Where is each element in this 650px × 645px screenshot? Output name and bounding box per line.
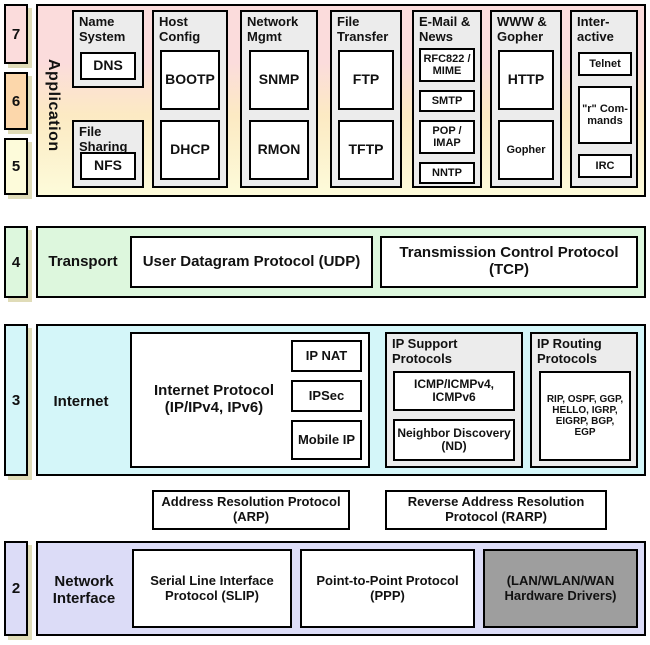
protocol-nfs[interactable]: NFS (80, 152, 136, 180)
protocol-smtp[interactable]: SMTP (419, 90, 475, 112)
layer-tab-2: 2 (4, 541, 28, 636)
protocol-rarp[interactable]: Reverse Address Resolution Protocol (RAR… (385, 490, 607, 530)
protocol-ppp[interactable]: Point-to-Point Protocol (PPP) (300, 549, 475, 628)
protocol-dhcp[interactable]: DHCP (160, 120, 220, 180)
group-ip-routing-protocols-title: IP Routing Protocols (537, 336, 602, 366)
group-file-sharing-title: File Sharing (79, 124, 128, 154)
group-file-transfer-title: File Transfer (337, 14, 389, 44)
layer-tab-7: 7 (4, 4, 28, 64)
protocol-gopher[interactable]: Gopher (498, 120, 554, 180)
protocol-arp[interactable]: Address Resolution Protocol (ARP) (152, 490, 350, 530)
protocol-udp[interactable]: User Datagram Protocol (UDP) (130, 236, 373, 288)
network-interface-layer-name: Network Interface (52, 573, 116, 608)
application-layer-name: Application (45, 58, 62, 152)
protocol-slip[interactable]: Serial Line Interface Protocol (SLIP) (132, 549, 292, 628)
protocol-ftp[interactable]: FTP (338, 50, 394, 110)
protocol-snmp[interactable]: SNMP (249, 50, 309, 110)
layer-tab-6: 6 (4, 72, 28, 130)
group-name-system-title: Name System (79, 14, 126, 44)
layer-tab-2-number: 2 (11, 580, 21, 597)
protocol-dns[interactable]: DNS (80, 52, 136, 80)
internet-layer-name: Internet (53, 393, 109, 410)
protocol-rfc822-mime[interactable]: RFC822 / MIME (419, 48, 475, 82)
protocol-irc[interactable]: IRC (578, 154, 632, 178)
protocol-rmon[interactable]: RMON (249, 120, 309, 180)
group-host-config-title: Host Config (159, 14, 201, 44)
protocol-telnet[interactable]: Telnet (578, 52, 632, 76)
group-www-gopher-title: WWW & Gopher (497, 14, 547, 44)
protocol-ip-nat[interactable]: IP NAT (291, 340, 362, 372)
protocol-tftp[interactable]: TFTP (338, 120, 394, 180)
group-interactive-title: Inter-active (577, 14, 614, 44)
protocol-pop-imap[interactable]: POP / IMAP (419, 120, 475, 154)
layer-tab-4-number: 4 (11, 253, 21, 271)
layer-tab-3: 3 (4, 324, 28, 476)
protocol-hardware-drivers[interactable]: (LAN/WLAN/WAN Hardware Drivers) (483, 549, 638, 628)
protocol-http[interactable]: HTTP (498, 50, 554, 110)
layer-tab-4: 4 (4, 226, 28, 298)
layer-tab-6-number: 6 (11, 92, 21, 110)
layer-tab-5-number: 5 (11, 158, 21, 175)
protocol-tcp[interactable]: Transmission Control Protocol (TCP) (380, 236, 638, 288)
protocol-nntp[interactable]: NNTP (419, 162, 475, 184)
group-email-news-title: E-Mail & News (419, 14, 471, 44)
protocol-ipsec[interactable]: IPSec (291, 380, 362, 412)
layer-tab-5: 5 (4, 138, 28, 195)
layer-tab-3-number: 3 (11, 391, 21, 409)
transport-layer-name: Transport (48, 253, 118, 270)
group-network-mgmt-title: Network Mgmt (247, 14, 299, 44)
protocol-icmp[interactable]: ICMP/ICMPv4, ICMPv6 (393, 371, 515, 411)
protocol-mobile-ip[interactable]: Mobile IP (291, 420, 362, 460)
protocol-routing-list[interactable]: RIP, OSPF, GGP, HELLO, IGRP, EIGRP, BGP,… (539, 371, 631, 461)
layer-tab-7-number: 7 (11, 25, 21, 43)
protocol-neighbor-discovery[interactable]: Neighbor Discovery (ND) (393, 419, 515, 461)
protocol-bootp[interactable]: BOOTP (160, 50, 220, 110)
group-ip-support-protocols-title: IP Support Protocols (392, 336, 458, 366)
protocol-r-commands[interactable]: "r" Com-mands (578, 86, 632, 144)
